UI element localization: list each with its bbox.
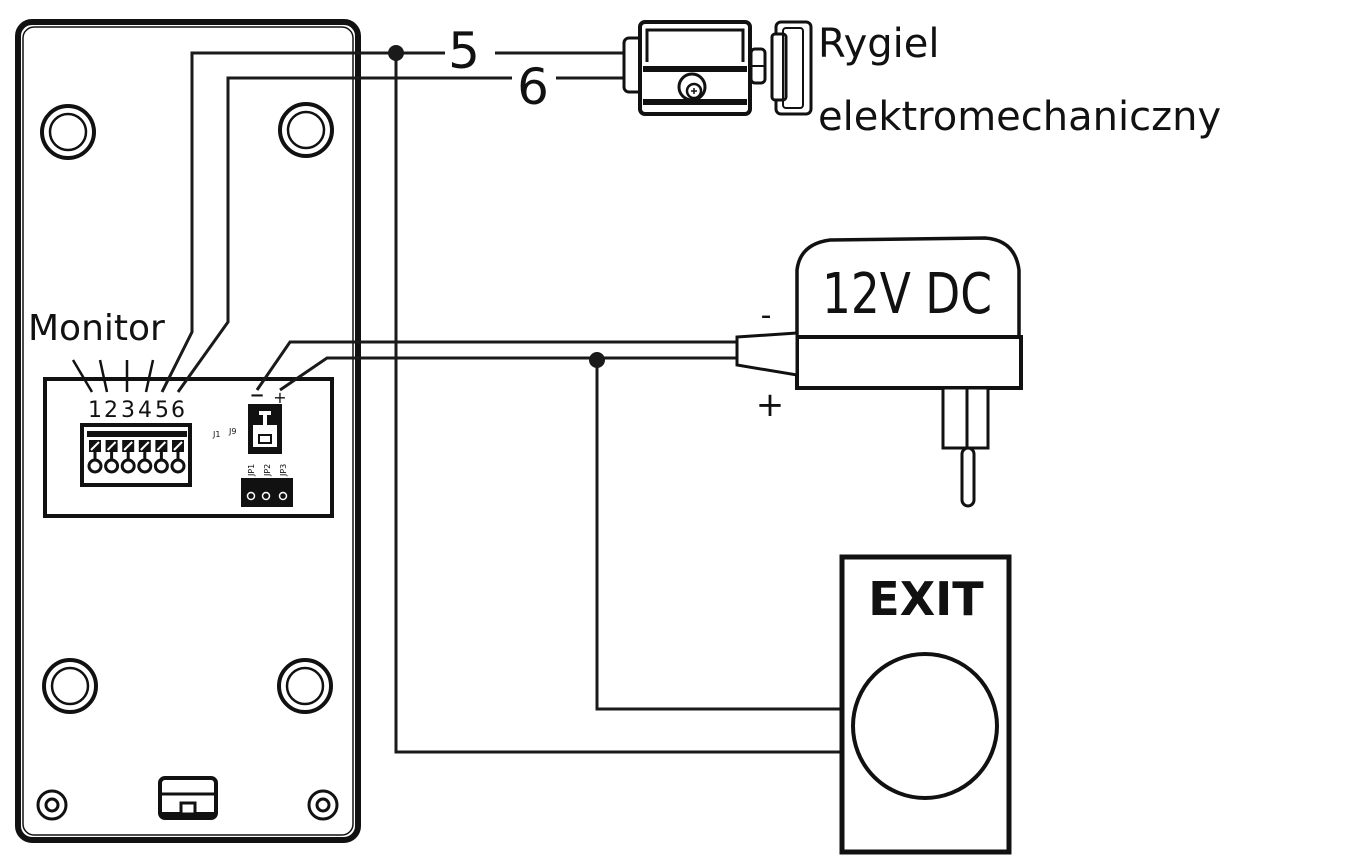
monitor-label: Monitor: [28, 308, 165, 349]
junction-dot: [589, 352, 605, 368]
terminal-block: [80, 423, 192, 487]
power-minus-label: −: [249, 385, 264, 406]
terminal-5-label: 5: [155, 398, 169, 423]
terminal-4-label: 4: [138, 398, 152, 423]
exit-button-circle-icon: [851, 652, 999, 800]
j1-label: J1: [212, 430, 220, 439]
electromechanical-lock-icon: [622, 20, 813, 116]
panel-inner-outline: [22, 26, 354, 836]
terminal-screw-icon: [137, 440, 153, 474]
wire-5: [160, 51, 445, 393]
mounting-hole-icon: [40, 104, 96, 160]
wire-5-label: 5: [448, 22, 480, 80]
terminal-3-label: 3: [121, 398, 135, 423]
terminal-screw-icon: [120, 440, 136, 474]
psu-minus-label: -: [761, 298, 772, 333]
wire-power-minus: [255, 340, 740, 391]
wire-plus-to-exit: [595, 358, 842, 711]
mounting-hole-icon: [277, 658, 333, 714]
power-jack-icon: [248, 404, 282, 454]
jp3-label: JP3: [279, 464, 288, 477]
jumper-block-icon: [241, 478, 293, 507]
screw-icon: [307, 789, 339, 821]
terminal-screw-icon: [170, 440, 186, 474]
wire-junction-to-exit-lower: [394, 53, 842, 754]
terminal-1-label: 1: [88, 398, 102, 423]
terminal-screw-icon: [87, 440, 103, 474]
bottom-connector-icon: [158, 776, 218, 820]
power-supply-adapter-icon: [735, 236, 1023, 508]
monitor-leader-lines: [71, 359, 155, 393]
power-plus-label: +: [273, 388, 286, 407]
exit-button-label: EXIT: [868, 572, 984, 626]
psu-plus-label: +: [756, 385, 785, 425]
terminal-screw-icon: [153, 440, 169, 474]
junction-dot: [388, 45, 404, 61]
j9-label: J9: [228, 427, 236, 436]
exit-button: [839, 554, 1012, 855]
wires: [160, 45, 842, 754]
terminal-6-label: 6: [171, 398, 185, 423]
terminal-screw-icon: [104, 440, 120, 474]
wire-6: [176, 76, 512, 393]
mounting-hole-icon: [42, 658, 98, 714]
screw-icon: [36, 789, 68, 821]
jp1-label: JP1: [247, 464, 256, 477]
terminal-2-label: 2: [104, 398, 118, 423]
lock-label-line1: Rygiel: [818, 21, 940, 67]
door-station-panel: 1 2 3 4 5 6 Monitor − + J1 J9 JP1 JP2: [15, 19, 361, 843]
wire-6-label: 6: [517, 58, 549, 116]
mounting-hole-icon: [278, 102, 334, 158]
lock-label-line2: elektromechaniczny: [818, 94, 1221, 140]
power-supply-label: 12V DC: [822, 262, 992, 327]
jp2-label: JP2: [263, 464, 272, 477]
